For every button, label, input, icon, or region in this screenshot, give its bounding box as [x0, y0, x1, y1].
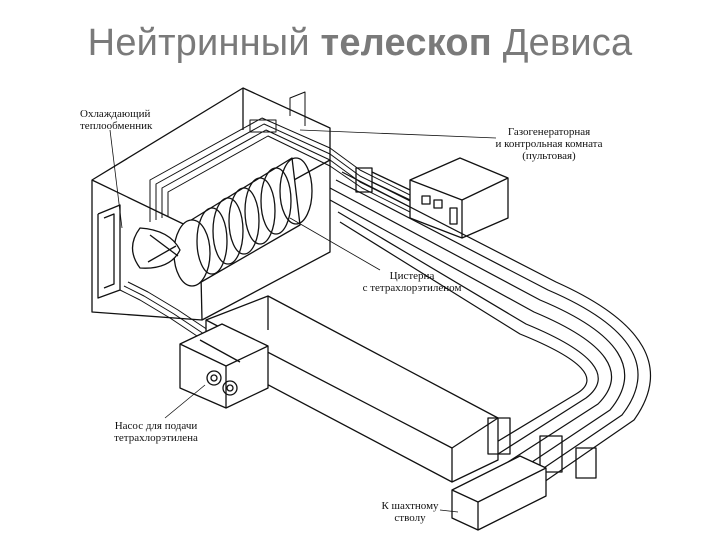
control-room	[355, 157, 509, 239]
label-gas-control-room: Газогенераторная и контрольная комната (…	[495, 126, 603, 162]
page-title: Нейтринный телескоп Девиса	[0, 22, 720, 65]
shaft-exit	[451, 455, 547, 531]
leader-lines	[109, 129, 497, 513]
title-part-2-bold: телескоп	[320, 22, 492, 64]
label-tank: Цистерна с тетрахлорэтиленом	[362, 270, 462, 294]
title-part-3: Девиса	[491, 22, 633, 64]
title-part-1: Нейтринный	[87, 22, 321, 64]
label-pump: Насос для подачи тетрахлорэтилена	[114, 420, 198, 444]
curved-tunnel	[329, 171, 651, 513]
tank-cylinder	[131, 157, 313, 287]
lower-gallery	[205, 295, 597, 483]
label-cooling-exchanger: Охлаждающий теплообменник	[80, 108, 153, 132]
label-shaft: К шахтному стволу	[381, 500, 439, 524]
